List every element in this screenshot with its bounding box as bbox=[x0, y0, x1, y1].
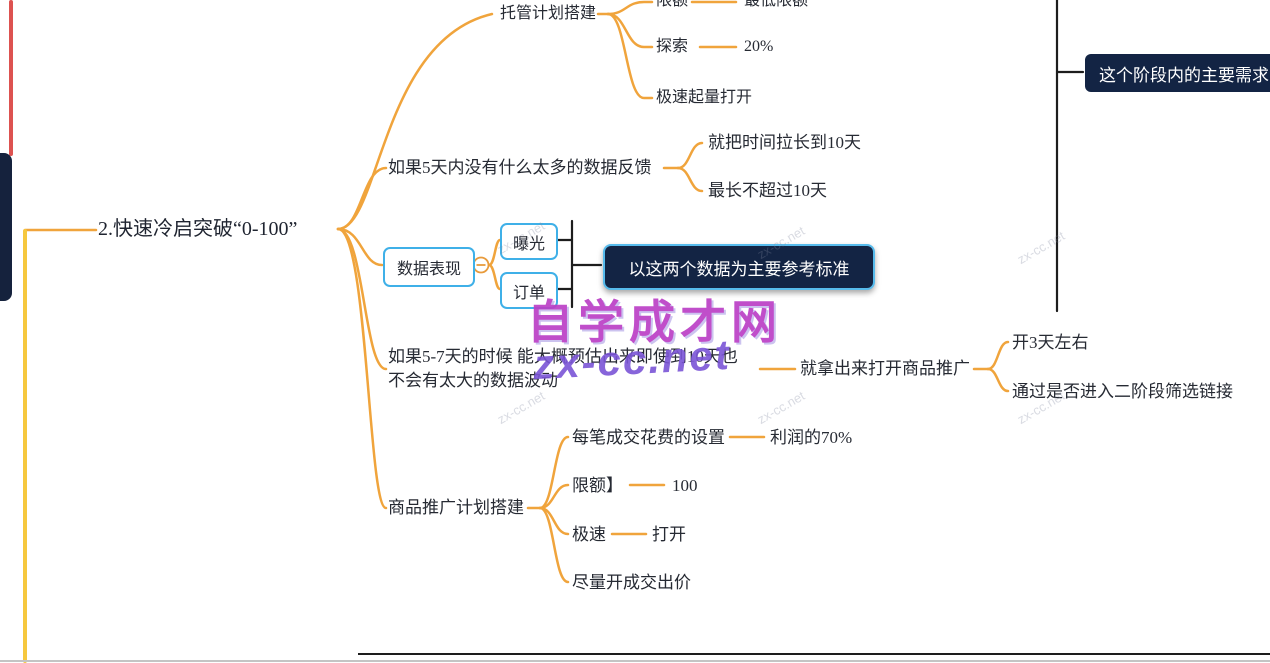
parent-node-partial[interactable] bbox=[0, 153, 12, 301]
callout-data-reference[interactable]: 以这两个数据为主要参考标准 bbox=[603, 244, 875, 290]
node-quota[interactable]: 限额 bbox=[656, 0, 689, 9]
note-stage-requirement[interactable]: 这个阶段内的主要需求 bbox=[1085, 54, 1270, 92]
node-root[interactable]: 2.快速冷启突破“0-100” bbox=[98, 218, 298, 240]
node-no-feedback[interactable]: 如果5天内没有什么太多的数据反馈 bbox=[388, 158, 652, 177]
bottom-edge-line bbox=[0, 660, 1270, 662]
node-explore-value[interactable]: 20% bbox=[744, 38, 774, 55]
node-quota2-value[interactable]: 100 bbox=[672, 476, 698, 495]
node-product-promotion[interactable]: 商品推广计划搭建 bbox=[388, 498, 524, 517]
node-quota2[interactable]: 限额】 bbox=[572, 476, 623, 495]
node-extend-10days[interactable]: 就把时间拉长到10天 bbox=[708, 133, 861, 152]
node-estimate-line2[interactable]: 不会有太大的数据波动 bbox=[388, 371, 558, 390]
node-open-3days[interactable]: 开3天左右 bbox=[1012, 333, 1089, 352]
branch-line-red bbox=[9, 0, 13, 156]
node-open-promotion[interactable]: 就拿出来打开商品推广 bbox=[800, 359, 970, 378]
node-rapid-launch[interactable]: 极速起量打开 bbox=[656, 89, 753, 106]
node-speed[interactable]: 极速 bbox=[572, 525, 606, 544]
node-speed-value[interactable]: 打开 bbox=[652, 525, 686, 544]
node-bid[interactable]: 尽量开成交出价 bbox=[572, 573, 691, 592]
node-orders[interactable]: 订单 bbox=[500, 272, 558, 309]
node-cost-setting[interactable]: 每笔成交花费的设置 bbox=[572, 428, 725, 447]
node-estimate-line1[interactable]: 如果5-7天的时候 能大概预估出来即使到10天也 bbox=[388, 347, 738, 366]
node-max-10days[interactable]: 最长不超过10天 bbox=[708, 181, 827, 200]
node-explore[interactable]: 探索 bbox=[656, 38, 689, 55]
bottom-branch-line bbox=[358, 653, 1270, 655]
node-exposure[interactable]: 曝光 bbox=[500, 223, 558, 260]
collapse-button[interactable] bbox=[472, 256, 490, 274]
node-stage2-filter[interactable]: 通过是否进入二阶段筛选链接 bbox=[1012, 382, 1233, 401]
node-hosting-plan[interactable]: 托管计划搭建 bbox=[500, 5, 597, 22]
node-cost-value[interactable]: 利润的70% bbox=[770, 428, 853, 447]
branch-line-yellow bbox=[23, 229, 27, 663]
node-data-performance[interactable]: 数据表现 bbox=[383, 247, 475, 287]
node-quota-value[interactable]: 最低限额 bbox=[744, 0, 809, 9]
watermark-site-name: 自学成才网 bbox=[527, 296, 782, 348]
